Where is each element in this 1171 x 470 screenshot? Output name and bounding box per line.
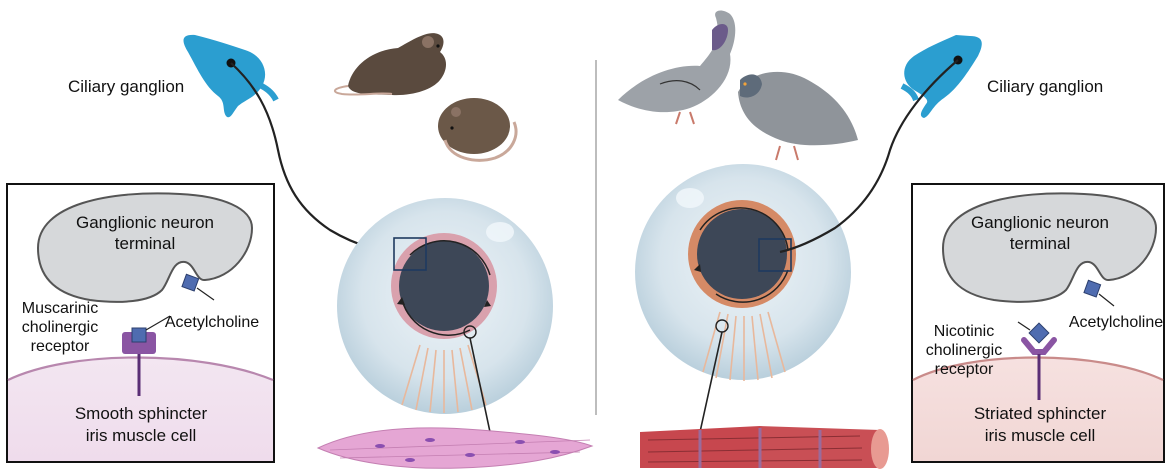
mouse-illustration xyxy=(335,33,516,160)
terminal-label-left-2: terminal xyxy=(115,234,175,253)
pupil-right xyxy=(697,209,787,299)
receptor-label-right-2: cholinergic xyxy=(926,342,1002,359)
terminal-label-right-2: terminal xyxy=(1010,234,1070,253)
ganglion-label-left: Ciliary ganglion xyxy=(68,77,184,96)
acetylcholine-label-left: Acetylcholine xyxy=(165,314,259,331)
striated-muscle-fiber xyxy=(640,426,889,469)
smooth-muscle-cells xyxy=(318,428,592,468)
terminal-label-right-1: Ganglionic neuron xyxy=(971,213,1109,232)
cell-label-right-1: Striated sphincter xyxy=(974,404,1107,423)
receptor-label-left-2: cholinergic xyxy=(22,319,98,336)
mammal-eye xyxy=(337,198,553,432)
terminal-label-left-1: Ganglionic neuron xyxy=(76,213,214,232)
cell-label-right-2: iris muscle cell xyxy=(985,426,1096,445)
receptor-label-right-3: receptor xyxy=(935,361,994,378)
bird-eye xyxy=(635,164,851,432)
receptor-label-left-3: receptor xyxy=(31,338,90,355)
cell-label-left-2: iris muscle cell xyxy=(86,426,197,445)
ganglion-label-right: Ciliary ganglion xyxy=(987,77,1103,96)
pigeon-illustration xyxy=(618,11,858,160)
receptor-label-left-1: Muscarinic xyxy=(22,300,98,317)
pupil-left xyxy=(399,241,489,331)
cell-label-left-1: Smooth sphincter xyxy=(75,404,208,423)
receptor-label-right-1: Nicotinic xyxy=(934,323,994,340)
acetylcholine-label-right: Acetylcholine xyxy=(1069,314,1163,331)
